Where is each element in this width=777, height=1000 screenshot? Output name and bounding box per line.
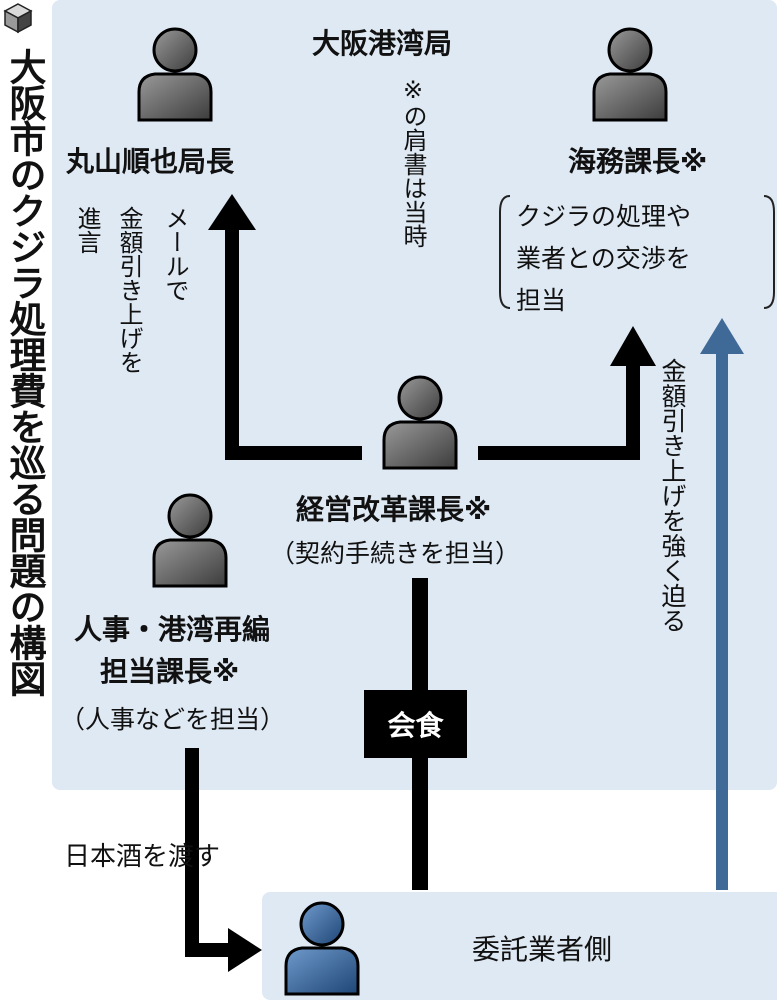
- maritime-chief-label: 海務課長※: [568, 145, 708, 178]
- sake-arrow-head: [228, 928, 262, 972]
- maritime-person-icon: [592, 27, 668, 122]
- reform-role: （契約手続きを担当）: [270, 539, 521, 568]
- vendor-person-icon: [284, 901, 360, 996]
- maritime-role-bracket-left: [499, 195, 511, 309]
- arrow-to-director: [225, 226, 362, 460]
- page-title: 大阪市のクジラ処理費を巡る問題の構図: [3, 48, 46, 696]
- director-person-icon: [137, 27, 213, 122]
- logo-cube-icon: [3, 3, 33, 34]
- arrow-to-director-head: [208, 194, 256, 230]
- pressure-note: 金額引き上げを強く迫る: [658, 358, 687, 633]
- email-note-col-2: 金額引き上げを: [115, 206, 143, 374]
- reform-person-icon: [382, 375, 458, 470]
- director-label: 丸山順也局長: [66, 145, 235, 178]
- title-footnote: ※の肩書は当時: [399, 76, 427, 248]
- sake-arrow: [185, 748, 232, 957]
- hr-person-icon: [152, 493, 228, 588]
- maritime-role: クジラの処理や 業者との交渉を 担当: [516, 196, 766, 322]
- arrow-to-maritime-head: [610, 326, 656, 366]
- reform-chief-label: 経営改革課長※: [296, 493, 492, 526]
- sake-note: 日本酒を渡す: [64, 842, 221, 872]
- hr-role: （人事などを担当）: [60, 705, 286, 734]
- pressure-arrow-head: [700, 318, 744, 354]
- maritime-role-line-1: クジラの処理や: [516, 202, 692, 231]
- bureau-name: 大阪港湾局: [312, 27, 453, 60]
- maritime-role-bracket-right: [763, 195, 775, 309]
- hr-chief-label-line-2: 担当課長※: [100, 655, 240, 688]
- vendor-label: 委託業者側: [472, 933, 613, 966]
- maritime-role-line-2: 業者との交渉を: [516, 244, 691, 273]
- email-note-col-3: 進言: [73, 206, 101, 254]
- email-note-col-1: メールで: [161, 206, 189, 302]
- arrow-to-maritime: [478, 362, 640, 460]
- maritime-role-line-3: 担当: [516, 286, 567, 315]
- hr-chief-label-line-1: 人事・港湾再編: [74, 613, 271, 646]
- dinner-badge: 会食: [364, 690, 467, 758]
